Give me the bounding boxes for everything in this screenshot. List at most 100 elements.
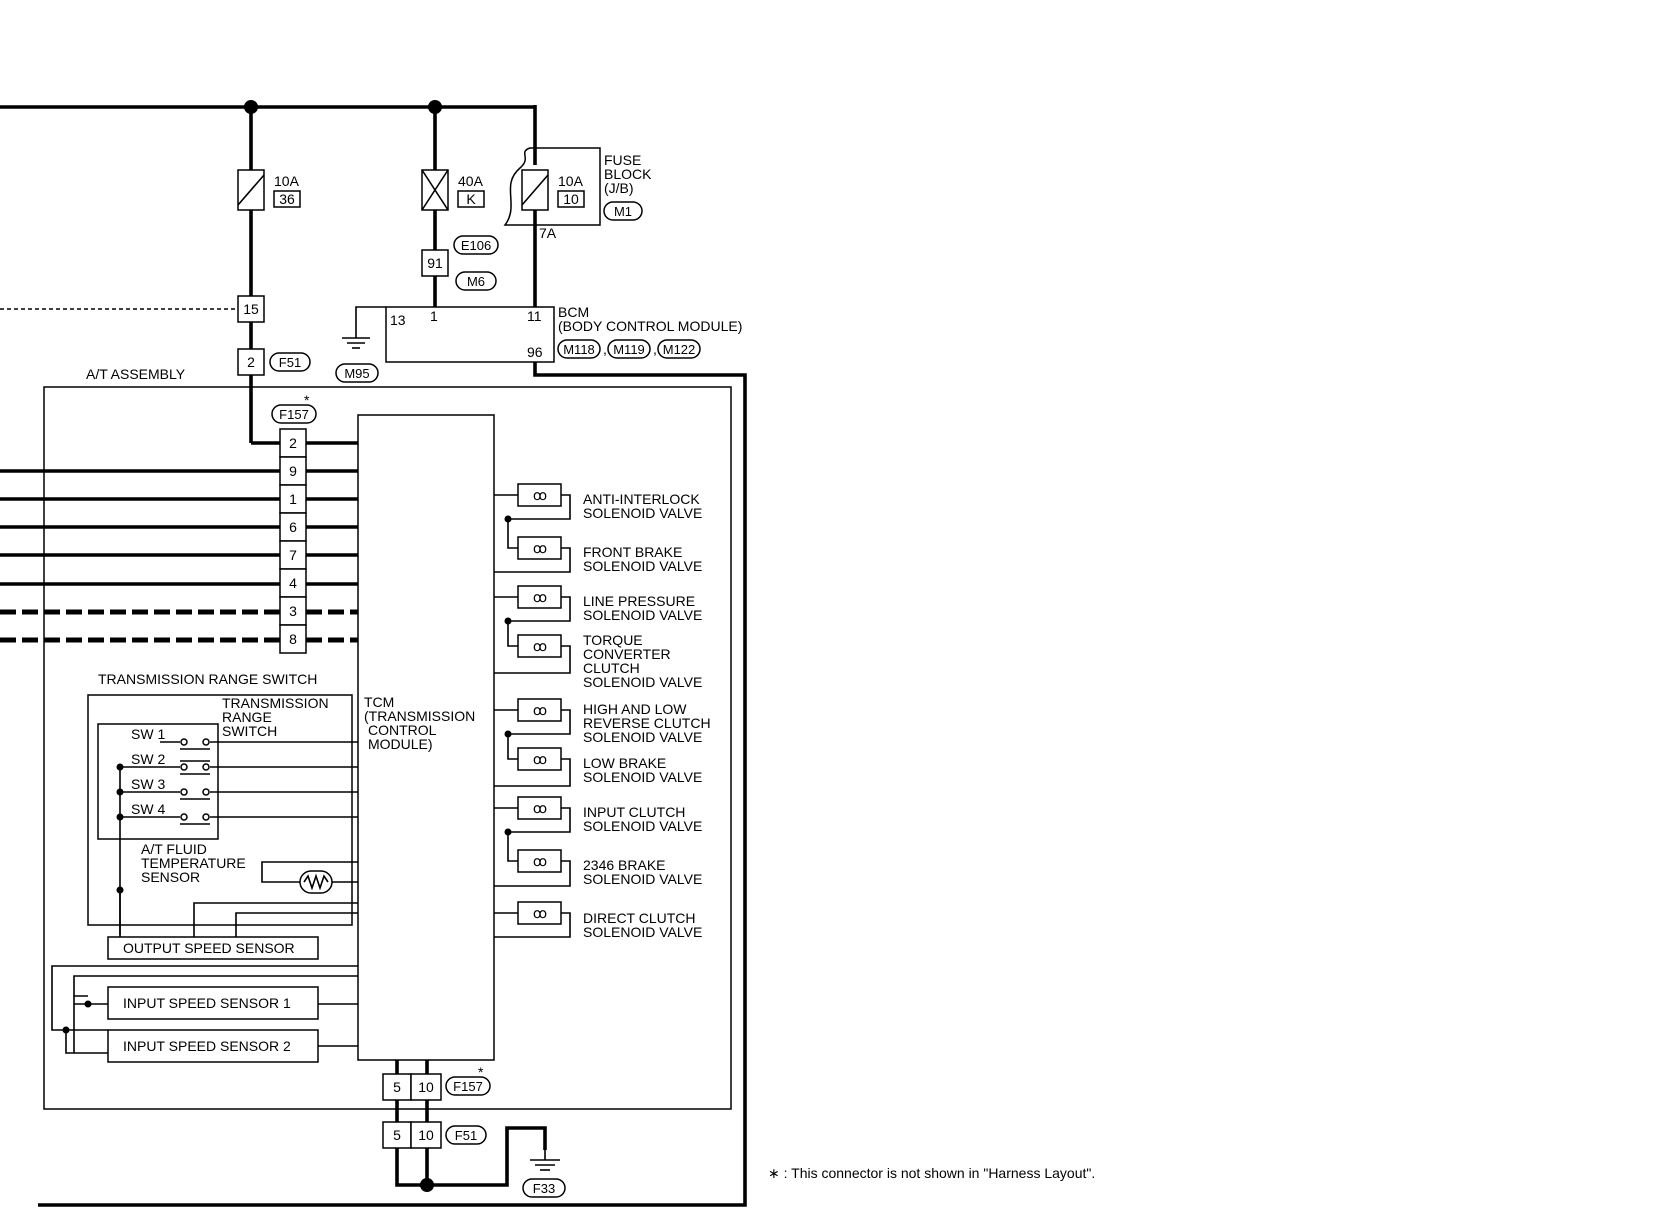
solenoid-direct-clutch-l1: DIRECT CLUTCH [583, 910, 696, 926]
f157-pin: 6 [289, 519, 297, 535]
svg-text:ꝏ: ꝏ [533, 800, 547, 816]
solenoid-input-clutch-l2: SOLENOID VALVE [583, 818, 702, 834]
solenoid-tcc-l4: SOLENOID VALVE [583, 674, 702, 690]
switch-contact-icon [180, 738, 210, 750]
connector-m122: M122 [663, 342, 696, 357]
solenoid-front-brake-l1: FRONT BRAKE [583, 544, 682, 560]
fuse-block-line3: (J/B) [604, 180, 634, 196]
svg-text:ꝏ: ꝏ [533, 589, 547, 605]
input-speed-sensor-2-label: INPUT SPEED SENSOR 2 [123, 1038, 291, 1054]
solenoid-line-pressure-l1: LINE PRESSURE [583, 593, 695, 609]
solenoid-tcc-l2: CONVERTER [583, 646, 671, 662]
coil-icon: ꝏ [517, 747, 562, 771]
connector-m1: M1 [614, 204, 632, 219]
f51-pin-10: 10 [418, 1127, 434, 1143]
asterisk-top: * [304, 392, 310, 408]
tcm-line1: TCM [364, 694, 394, 710]
coil-icon: ꝏ [517, 634, 562, 658]
fuse-k-num: K [466, 191, 476, 207]
output-speed-sensor-label: OUTPUT SPEED SENSOR [123, 940, 295, 956]
bcm-module: 13 1 11 96 BCM (BODY CONTROL MODULE) M11… [38, 304, 747, 1207]
switch-contact-icon [180, 760, 210, 775]
tcm-line3: CONTROL [368, 722, 437, 738]
sw4-label: SW 4 [131, 801, 165, 817]
solenoid-high-low-l1: HIGH AND LOW [583, 701, 687, 717]
fluid-sensor-l2: TEMPERATURE [141, 855, 246, 871]
ground-icon [530, 1150, 560, 1171]
solenoid-low-brake-l2: SOLENOID VALVE [583, 769, 702, 785]
connector-m119: M119 [613, 342, 645, 357]
trs-inner-l1: TRANSMISSION [222, 695, 329, 711]
input-speed-sensor-1-label: INPUT SPEED SENSOR 1 [123, 995, 291, 1011]
connector-f157-bottom: F157 [453, 1079, 483, 1094]
connector-f33: F33 [533, 1181, 555, 1196]
fuse-k-branch: 40A K 91 E106 M6 [421, 107, 499, 307]
solenoid-input-clutch-l1: INPUT CLUTCH [583, 804, 685, 820]
trs-inner-l3: SWITCH [222, 723, 277, 739]
connector-f51-top: F51 [279, 355, 301, 370]
connector-f157-top: F157 [279, 407, 309, 422]
tcm-ground: 5 10 F157 * 5 10 F51 F33 [382, 1060, 566, 1198]
fuse-block-terminal: 7A [539, 225, 557, 241]
left-harness-wires [0, 441, 358, 643]
coil-icon: ꝏ [517, 796, 562, 820]
trs-outer-label: TRANSMISSION RANGE SWITCH [98, 671, 317, 687]
switch-contact-icon [180, 813, 210, 825]
tcm-line2: (TRANSMISSION [364, 708, 475, 724]
fuse-block: 10A 10 FUSE BLOCK (J/B) M1 7A [503, 147, 652, 307]
footnote: ∗ : This connector is not shown in "Harn… [768, 1165, 1095, 1181]
connector-e106: E106 [461, 238, 491, 253]
f157-pin: 7 [289, 547, 297, 563]
at-assembly-frame [43, 386, 732, 1110]
f157-pin: 1 [289, 491, 297, 507]
trs-inner-l2: RANGE [222, 709, 272, 725]
fluid-sensor-l3: SENSOR [141, 869, 200, 885]
f157-pin-10: 10 [418, 1079, 434, 1095]
solenoid-front-brake-l2: SOLENOID VALVE [583, 558, 702, 574]
sw2-label: SW 2 [131, 751, 165, 767]
solenoid-anti-interlock-l1: ANTI-INTERLOCK [583, 491, 700, 507]
solenoid-tcc-l3: CLUTCH [583, 660, 640, 676]
bcm-subtitle: (BODY CONTROL MODULE) [558, 318, 742, 334]
coil-icon: ꝏ [517, 536, 562, 560]
connector-f51-bottom: F51 [455, 1128, 477, 1143]
input-speed-sensors: INPUT SPEED SENSOR 1 INPUT SPEED SENSOR … [51, 965, 358, 1063]
tcm-line4: MODULE) [368, 736, 433, 752]
coil-icon: ꝏ [517, 483, 562, 507]
coil-icon: ꝏ [517, 849, 562, 873]
coil-icon: ꝏ [517, 698, 562, 722]
f157-pin-column: 2 9 1 6 7 4 3 8 [279, 428, 307, 654]
bcm-pin-13: 13 [390, 312, 406, 328]
solenoid-high-low-l2: REVERSE CLUTCH [583, 715, 711, 731]
svg-text:ꝏ: ꝏ [533, 702, 547, 718]
coil-icon: ꝏ [517, 901, 562, 925]
bcm-pin-11: 11 [527, 308, 542, 324]
solenoid-anti-interlock-l2: SOLENOID VALVE [583, 505, 702, 521]
fuse-36-amp: 10A [274, 173, 300, 189]
f51-pin-5: 5 [393, 1127, 401, 1143]
fuse-block-line1: FUSE [604, 152, 641, 168]
svg-text:ꝏ: ꝏ [533, 487, 547, 503]
fuse-36-num: 36 [279, 191, 295, 207]
solenoid-direct-clutch-l2: SOLENOID VALVE [583, 924, 702, 940]
solenoid-high-low-l3: SOLENOID VALVE [583, 729, 702, 745]
solenoid-group: ꝏ ꝏ ꝏ ꝏ ꝏ ꝏ ꝏ ꝏ [494, 483, 711, 940]
fuse-36-branch: 10A 36 15 2 F51 [0, 107, 311, 445]
bcm-pin-96: 96 [527, 344, 543, 360]
connector-m95: M95 [344, 366, 369, 381]
svg-text:ꝏ: ꝏ [533, 751, 547, 767]
fuse-k-amp: 40A [458, 173, 484, 189]
fuse-10-amp: 10A [558, 173, 584, 189]
fluid-sensor-l1: A/T FLUID [141, 841, 207, 857]
solenoid-low-brake-l1: LOW BRAKE [583, 755, 666, 771]
transmission-range-switch: TRANSMISSION RANGE SWITCH TRANSMISSION R… [87, 671, 358, 935]
fuse-10-num: 10 [563, 191, 579, 207]
svg-text:ꝏ: ꝏ [533, 905, 547, 921]
pin-2-f51: 2 [247, 354, 255, 370]
solenoid-2346-brake-l2: SOLENOID VALVE [583, 871, 702, 887]
pin-91: 91 [427, 255, 443, 271]
svg-text:,: , [653, 341, 657, 357]
coil-icon: ꝏ [517, 585, 562, 609]
f157-pin: 3 [289, 603, 297, 619]
